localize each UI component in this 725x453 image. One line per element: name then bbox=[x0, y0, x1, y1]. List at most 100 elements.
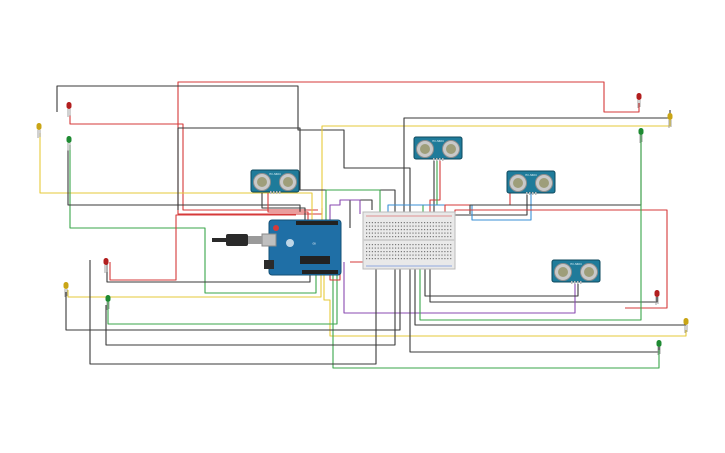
breadboard-hole[interactable] bbox=[397, 247, 400, 249]
breadboard-hole[interactable] bbox=[432, 258, 434, 260]
breadboard-hole[interactable] bbox=[392, 254, 394, 256]
breadboard-hole[interactable] bbox=[371, 247, 373, 249]
breadboard-hole[interactable] bbox=[380, 236, 382, 238]
breadboard-hole[interactable] bbox=[438, 247, 440, 249]
breadboard-hole[interactable] bbox=[403, 225, 405, 227]
breadboard-hole[interactable] bbox=[371, 244, 373, 246]
breadboard-hole[interactable] bbox=[392, 222, 394, 224]
breadboard-hole[interactable] bbox=[424, 222, 426, 224]
breadboard-hole[interactable] bbox=[424, 232, 426, 234]
breadboard-hole[interactable] bbox=[403, 258, 405, 260]
breadboard-hole[interactable] bbox=[447, 251, 449, 253]
breadboard-hole[interactable] bbox=[450, 247, 452, 249]
breadboard-hole[interactable] bbox=[397, 244, 400, 246]
led-yellow-2[interactable] bbox=[667, 113, 673, 128]
breadboard-hole[interactable] bbox=[447, 254, 449, 256]
breadboard-hole[interactable] bbox=[374, 225, 376, 227]
breadboard-hole[interactable] bbox=[380, 254, 382, 256]
breadboard-hole[interactable] bbox=[450, 244, 452, 246]
breadboard-hole[interactable] bbox=[380, 229, 382, 231]
breadboard-hole[interactable] bbox=[421, 222, 423, 224]
breadboard-hole[interactable] bbox=[450, 222, 452, 224]
breadboard-hole[interactable] bbox=[432, 254, 434, 256]
breadboard-hole[interactable] bbox=[374, 244, 376, 246]
breadboard-hole[interactable] bbox=[426, 222, 429, 224]
breadboard-hole[interactable] bbox=[371, 236, 373, 238]
breadboard-hole[interactable] bbox=[447, 225, 449, 227]
breadboard-hole[interactable] bbox=[395, 236, 397, 238]
breadboard-hole[interactable] bbox=[371, 251, 373, 253]
breadboard-hole[interactable] bbox=[400, 254, 402, 256]
breadboard-hole[interactable] bbox=[377, 254, 379, 256]
breadboard-hole[interactable] bbox=[415, 229, 417, 231]
breadboard-hole[interactable] bbox=[412, 232, 414, 234]
breadboard-hole[interactable] bbox=[406, 244, 408, 246]
breadboard-hole[interactable] bbox=[392, 229, 394, 231]
breadboard-hole[interactable] bbox=[406, 251, 408, 253]
breadboard-hole[interactable] bbox=[397, 232, 400, 234]
breadboard-hole[interactable] bbox=[429, 225, 431, 227]
breadboard-hole[interactable] bbox=[392, 232, 394, 234]
breadboard-hole[interactable] bbox=[409, 222, 411, 224]
breadboard-hole[interactable] bbox=[438, 222, 440, 224]
breadboard-hole[interactable] bbox=[447, 236, 449, 238]
breadboard-hole[interactable] bbox=[429, 247, 431, 249]
breadboard-hole[interactable] bbox=[444, 232, 446, 234]
breadboard-hole[interactable] bbox=[438, 236, 440, 238]
breadboard-hole[interactable] bbox=[424, 247, 426, 249]
breadboard-hole[interactable] bbox=[421, 232, 423, 234]
breadboard-hole[interactable] bbox=[386, 251, 388, 253]
breadboard-hole[interactable] bbox=[397, 222, 400, 224]
breadboard-hole[interactable] bbox=[426, 229, 429, 231]
breadboard-hole[interactable] bbox=[429, 251, 431, 253]
breadboard-hole[interactable] bbox=[371, 222, 373, 224]
breadboard-hole[interactable] bbox=[409, 229, 411, 231]
breadboard-hole[interactable] bbox=[409, 232, 411, 234]
breadboard-hole[interactable] bbox=[386, 232, 388, 234]
breadboard-hole[interactable] bbox=[418, 254, 420, 256]
breadboard-hole[interactable] bbox=[395, 222, 397, 224]
breadboard-hole[interactable] bbox=[424, 254, 426, 256]
breadboard-hole[interactable] bbox=[366, 232, 368, 234]
breadboard-hole[interactable] bbox=[400, 258, 402, 260]
breadboard-hole[interactable] bbox=[432, 236, 434, 238]
breadboard-hole[interactable] bbox=[432, 225, 434, 227]
breadboard-hole[interactable] bbox=[438, 251, 440, 253]
breadboard-hole[interactable] bbox=[371, 225, 373, 227]
breadboard-hole[interactable] bbox=[450, 258, 452, 260]
breadboard-hole[interactable] bbox=[444, 251, 446, 253]
led-green-4[interactable] bbox=[656, 340, 662, 355]
led-red-4[interactable] bbox=[654, 290, 660, 305]
breadboard-hole[interactable] bbox=[438, 244, 440, 246]
breadboard-hole[interactable] bbox=[386, 244, 388, 246]
arduino-reset-button[interactable] bbox=[273, 225, 279, 231]
breadboard-hole[interactable] bbox=[426, 244, 429, 246]
breadboard-hole[interactable] bbox=[377, 225, 379, 227]
breadboard-hole[interactable] bbox=[444, 222, 446, 224]
breadboard-hole[interactable] bbox=[412, 258, 414, 260]
breadboard-hole[interactable] bbox=[400, 244, 402, 246]
breadboard-hole[interactable] bbox=[444, 225, 446, 227]
breadboard-hole[interactable] bbox=[389, 222, 391, 224]
breadboard-hole[interactable] bbox=[397, 254, 400, 256]
led-yellow-1[interactable] bbox=[36, 123, 42, 138]
breadboard-hole[interactable] bbox=[368, 229, 371, 231]
breadboard-hole[interactable] bbox=[424, 258, 426, 260]
breadboard-hole[interactable] bbox=[386, 229, 388, 231]
breadboard-hole[interactable] bbox=[418, 229, 420, 231]
breadboard-hole[interactable] bbox=[400, 236, 402, 238]
breadboard-hole[interactable] bbox=[409, 254, 411, 256]
breadboard-hole[interactable] bbox=[403, 236, 405, 238]
breadboard-hole[interactable] bbox=[380, 232, 382, 234]
breadboard-hole[interactable] bbox=[403, 251, 405, 253]
breadboard-hole[interactable] bbox=[403, 244, 405, 246]
breadboard-hole[interactable] bbox=[380, 222, 382, 224]
breadboard-hole[interactable] bbox=[395, 247, 397, 249]
breadboard-hole[interactable] bbox=[397, 229, 400, 231]
breadboard-hole[interactable] bbox=[415, 236, 417, 238]
breadboard-hole[interactable] bbox=[406, 254, 408, 256]
breadboard-hole[interactable] bbox=[447, 244, 449, 246]
breadboard-hole[interactable] bbox=[429, 236, 431, 238]
breadboard-hole[interactable] bbox=[400, 247, 402, 249]
breadboard-hole[interactable] bbox=[395, 251, 397, 253]
